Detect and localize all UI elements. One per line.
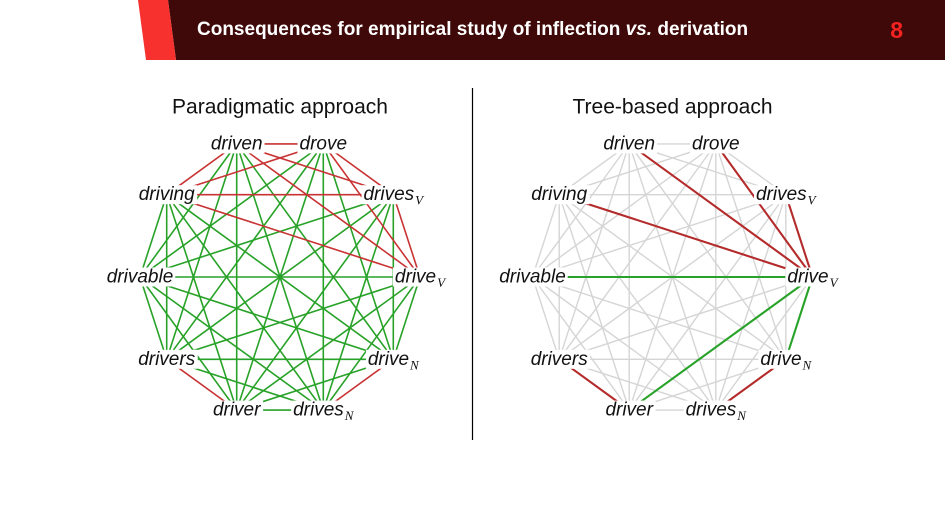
edge-drive_V-drive_N [784, 276, 814, 360]
node-label-drive_V: driveV [395, 267, 447, 290]
edge-drive_V-drivers [166, 276, 421, 361]
edge-drivable-driver [531, 276, 630, 411]
node-labels: driven drove driving drivesV drivable driveV d… [497, 133, 842, 423]
node-label-bg-drives_N [291, 400, 357, 420]
edge-driven-drivers [558, 143, 630, 360]
edge-driving-driver [165, 194, 238, 411]
node-label-drivers: drivers [138, 349, 196, 370]
edge-drivable-drivers [139, 276, 168, 360]
header-background [168, 0, 945, 60]
edge-drivable-drive_N [139, 276, 394, 361]
edge-drives_V-drivable [139, 193, 394, 278]
slide-title-vs: vs. [625, 19, 653, 40]
edge-drives_V-drives_N [715, 194, 787, 411]
edges-green [139, 143, 421, 411]
node-label-drove: drove [692, 133, 740, 154]
node-label-bg-drive_N [365, 349, 423, 369]
edge-drivable-drives_N [532, 276, 717, 411]
edge-driving-drive_V [558, 193, 813, 278]
node-label-bg-driver [603, 400, 656, 420]
edge-drivable-drives_N [139, 276, 324, 411]
edge-drives_V-drivable [532, 194, 787, 278]
node-label-bg-drivers [136, 349, 198, 369]
right-graph-title: Tree-based approach [572, 96, 772, 119]
node-label-bg-drive_N [758, 349, 815, 369]
left-graph: driven drove driving drivesV drivable driveV d… [104, 96, 450, 423]
edge-drove-drive_V [714, 143, 814, 278]
slide-number: 8 [890, 17, 903, 43]
node-label-drivable: drivable [107, 267, 174, 288]
node-label-drive_V: driveV [787, 267, 839, 290]
node-label-drove: drove [300, 133, 348, 154]
edge-drove-drivable [532, 143, 717, 278]
edge-driven-drivers [165, 143, 238, 360]
edge-drives_V-drives_N [322, 194, 395, 411]
node-label-drivers: drivers [531, 349, 589, 370]
edge-drove-drive_N [715, 143, 787, 360]
edge-drive_V-driver [236, 276, 421, 411]
edge-drives_V-drive_V [392, 194, 421, 278]
slide-title-prefix: Consequences for empirical study of infl… [197, 19, 626, 40]
node-label-bg-driven [601, 134, 658, 154]
node-label-bg-driven [208, 134, 265, 154]
node-label-drives_N: drivesN [293, 400, 355, 423]
node-label-bg-driving [136, 185, 198, 205]
edge-drive_V-drives_N [322, 276, 421, 411]
edge-drive_V-drives_N [715, 276, 814, 411]
node-label-drivable: drivable [499, 267, 566, 288]
node-label-bg-drove [690, 134, 742, 154]
edge-driving-driver [558, 194, 630, 411]
node-label-drives_V: drivesV [363, 184, 425, 207]
node-label-drive_N: driveN [760, 349, 812, 372]
node-label-bg-drivable [497, 267, 568, 287]
node-label-driver: driver [213, 400, 261, 421]
edge-driving-drive_V [166, 193, 421, 278]
node-label-driving: driving [531, 184, 587, 205]
node-label-bg-drives_V [754, 185, 820, 205]
node-label-bg-drive_V [785, 267, 842, 287]
header-bar: Consequences for empirical study of infl… [0, 0, 945, 60]
slide-title-suffix: derivation [652, 19, 749, 40]
edge-drive_V-drivers [558, 276, 813, 360]
slide-title: Consequences for empirical study of infl… [197, 0, 748, 60]
edge-drives_V-driver [236, 194, 394, 411]
node-label-driving: driving [139, 184, 195, 205]
edge-driving-drivable [139, 194, 168, 278]
node-label-driven: driven [603, 133, 655, 154]
edge-driven-drive_V [236, 143, 421, 278]
edge-driven-drive_V [628, 143, 814, 278]
node-label-bg-drives_V [361, 185, 428, 205]
node-label-bg-driver [210, 400, 264, 420]
node-label-bg-drives_N [683, 400, 750, 420]
node-label-bg-driving [529, 185, 590, 205]
edge-drove-drive_V [322, 143, 421, 278]
node-label-drives_N: drivesN [686, 400, 748, 423]
node-labels: driven drove driving drivesV drivable driveV d… [104, 133, 450, 423]
node-label-bg-drivable [104, 267, 176, 287]
edge-drove-drivable [139, 143, 324, 278]
node-label-bg-drivers [528, 349, 591, 369]
edge-drives_V-drive_V [784, 194, 814, 278]
edge-drive_V-driver [628, 276, 814, 411]
edge-drives_V-driver [628, 194, 787, 411]
node-label-driven: driven [211, 133, 263, 154]
left-graph-title: Paradigmatic approach [172, 96, 388, 119]
edge-drove-drive_N [322, 143, 395, 360]
edge-drivable-driver [139, 276, 238, 411]
right-graph: driven drove driving drivesV drivable driveV d… [497, 96, 842, 423]
edges-green [532, 275, 814, 411]
edge-drivable-drivers [531, 276, 560, 360]
node-label-bg-drive_V [392, 267, 450, 287]
node-label-drives_V: drivesV [756, 184, 818, 207]
edge-drive_V-drive_N [392, 276, 421, 360]
node-label-bg-drove [297, 134, 349, 154]
edge-driving-drivable [531, 194, 560, 278]
edge-drivable-drive_N [532, 276, 787, 360]
node-label-drive_N: driveN [368, 349, 420, 372]
node-label-driver: driver [605, 400, 653, 421]
